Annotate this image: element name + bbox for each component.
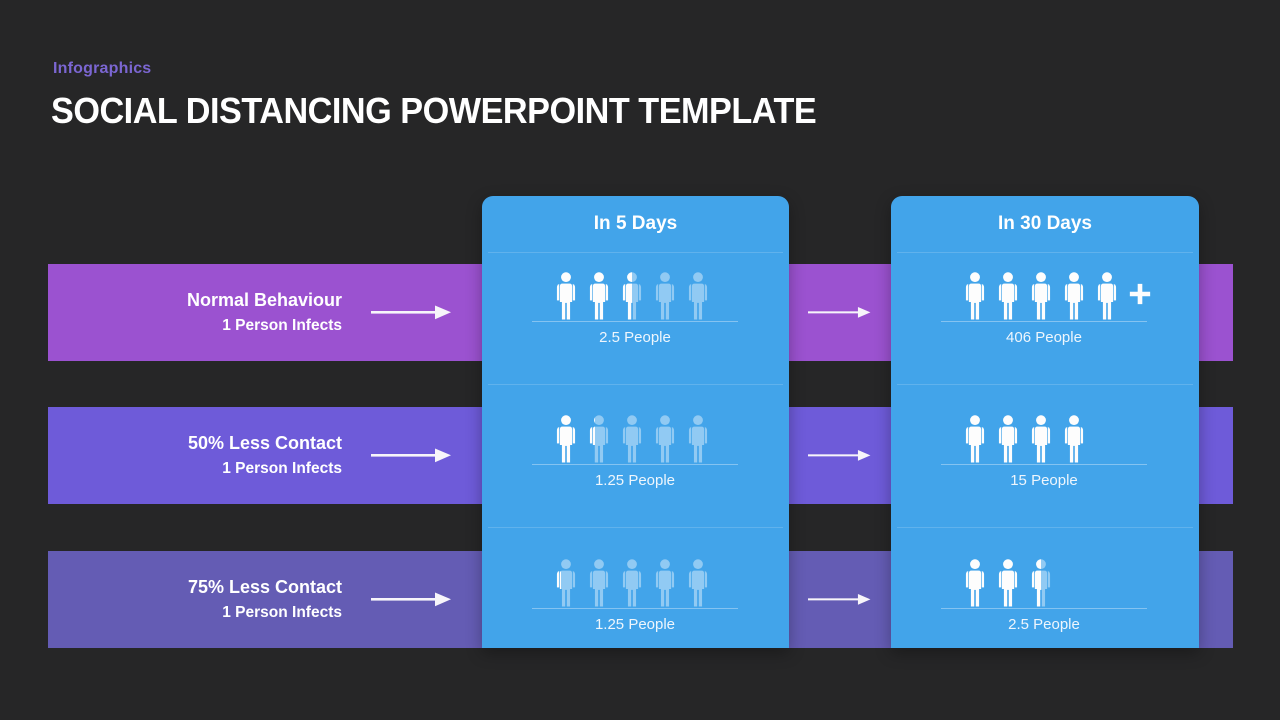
baseline-rule <box>532 608 738 609</box>
arrow-right-icon <box>371 304 453 321</box>
arrow-right-icon <box>808 447 872 464</box>
people-count: 2.5 People <box>599 329 671 346</box>
person-icon <box>1029 415 1053 463</box>
people-icons <box>963 559 1053 607</box>
baseline-rule <box>532 464 738 465</box>
person-icon <box>653 272 677 320</box>
arrow-right-icon <box>371 591 453 608</box>
person-icon <box>963 415 987 463</box>
person-icon <box>653 559 677 607</box>
person-icon <box>1029 272 1053 320</box>
person-icon <box>653 415 677 463</box>
person-icon <box>996 559 1020 607</box>
person-icon <box>554 272 578 320</box>
person-icon <box>686 272 710 320</box>
column-header: In 30 Days <box>998 213 1092 234</box>
eyebrow-label: Infographics <box>53 60 152 77</box>
person-icon <box>963 559 987 607</box>
people-icons <box>963 415 1086 463</box>
behaviour-row: 50% Less Contact 1 Person Infects 1.25 P… <box>0 407 1280 504</box>
day5-cell: 1.25 People <box>482 407 789 504</box>
divider <box>488 384 783 385</box>
row-title: 50% Less Contact <box>187 433 342 454</box>
people-count: 1.25 People <box>594 616 676 633</box>
behaviour-row: Normal Behaviour 1 Person Infects 2.5 Pe… <box>0 264 1280 361</box>
plus-icon <box>1129 283 1151 305</box>
person-icon <box>996 272 1020 320</box>
person-icon <box>1062 272 1086 320</box>
row-title: 75% Less Contact <box>187 577 342 598</box>
people-icons <box>554 559 710 607</box>
person-icon <box>620 272 644 320</box>
person-icon <box>587 272 611 320</box>
row-subtitle: 1 Person Infects <box>222 460 342 478</box>
person-icon <box>620 415 644 463</box>
column-header: In 5 Days <box>593 213 678 234</box>
arrow-right-icon <box>808 591 872 608</box>
row-subtitle: 1 Person Infects <box>222 317 342 335</box>
row-label-group: 75% Less Contact 1 Person Infects <box>60 551 342 648</box>
day5-cell: 1.25 People <box>482 551 789 648</box>
row-label-group: 50% Less Contact 1 Person Infects <box>60 407 342 504</box>
person-icon <box>686 415 710 463</box>
person-icon <box>996 415 1020 463</box>
baseline-rule <box>941 608 1147 609</box>
page-title: SOCIAL DISTANCING POWERPOINT TEMPLATE <box>51 90 817 131</box>
day30-cell: 406 People <box>891 264 1199 361</box>
people-icons <box>963 272 1152 320</box>
row-subtitle: 1 Person Infects <box>222 604 342 622</box>
people-icons <box>554 415 710 463</box>
people-count: 2.5 People <box>1008 616 1080 633</box>
person-icon <box>1029 559 1053 607</box>
person-icon <box>587 559 611 607</box>
day30-cell: 15 People <box>891 407 1199 504</box>
baseline-rule <box>941 321 1147 322</box>
people-count: 1.25 People <box>594 472 676 489</box>
divider <box>488 252 783 253</box>
people-icons <box>554 272 710 320</box>
row-title: Normal Behaviour <box>186 290 342 311</box>
day30-cell: 2.5 People <box>891 551 1199 648</box>
divider <box>897 252 1193 253</box>
divider <box>488 527 783 528</box>
arrow-right-icon <box>371 447 453 464</box>
day5-cell: 2.5 People <box>482 264 789 361</box>
person-icon <box>554 559 578 607</box>
baseline-rule <box>532 321 738 322</box>
person-icon <box>686 559 710 607</box>
divider <box>897 384 1193 385</box>
person-icon <box>587 415 611 463</box>
behaviour-row: 75% Less Contact 1 Person Infects 1.25 P… <box>0 551 1280 648</box>
people-count: 15 People <box>1010 472 1078 489</box>
arrow-right-icon <box>808 304 872 321</box>
row-label-group: Normal Behaviour 1 Person Infects <box>60 264 342 361</box>
person-icon <box>963 272 987 320</box>
person-icon <box>554 415 578 463</box>
person-icon <box>1095 272 1119 320</box>
divider <box>897 527 1193 528</box>
baseline-rule <box>941 464 1147 465</box>
person-icon <box>620 559 644 607</box>
person-icon <box>1062 415 1086 463</box>
people-count: 406 People <box>1006 329 1082 346</box>
